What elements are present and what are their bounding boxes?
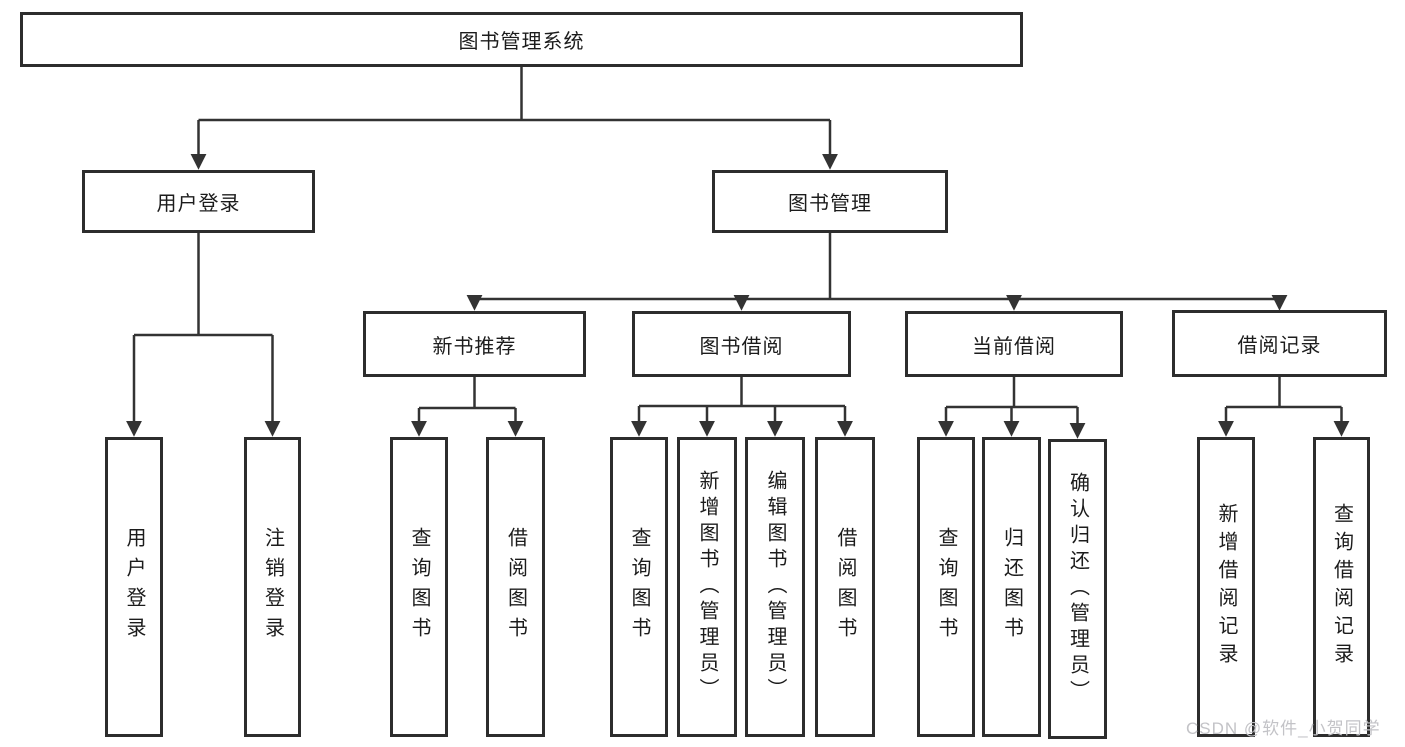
node-book-borrow-label: 图书借阅 [699, 335, 784, 358]
leaf-label: 借阅图书 [834, 527, 856, 647]
leaf-edit-book-admin: 编辑图书（管理员） [745, 437, 805, 737]
leaf-add-borrow-record: 新增借阅记录 [1197, 437, 1255, 737]
node-new-book-recommend-label: 新书推荐 [432, 335, 517, 358]
leaf-label: 用户登录 [123, 527, 145, 647]
leaf-query-books-current: 查询图书 [917, 437, 975, 737]
csdn-watermark: CSDN @软件_小贺同学 [1186, 719, 1381, 738]
leaf-label: 新增借阅记录 [1215, 503, 1237, 671]
leaf-label: 查询图书 [935, 527, 957, 647]
leaf-label: 查询图书 [408, 527, 430, 647]
leaf-confirm-return-admin: 确认归还（管理员） [1048, 439, 1107, 739]
node-book-management: 图书管理 [712, 170, 948, 233]
node-book-borrow: 图书借阅 [632, 311, 851, 377]
leaf-query-books-borrow: 查询图书 [610, 437, 668, 737]
leaf-label: 借阅图书 [504, 527, 527, 647]
leaf-logout-login: 注销登录 [244, 437, 301, 737]
leaf-user-login: 用户登录 [105, 437, 163, 737]
node-borrow-records-label: 借阅记录 [1237, 335, 1322, 357]
leaf-label: 新增图书（管理员） [696, 470, 718, 704]
leaf-add-book-admin: 新增图书（管理员） [677, 437, 737, 737]
node-current-borrow-label: 当前借阅 [972, 335, 1056, 358]
leaf-borrow-books-borrow: 借阅图书 [815, 437, 875, 737]
node-user-login-label: 用户登录 [156, 193, 241, 215]
leaf-label: 编辑图书（管理员） [764, 470, 786, 704]
node-current-borrow: 当前借阅 [905, 311, 1123, 377]
leaf-label: 归还图书 [1000, 527, 1023, 647]
root-node-library-management-system: 图书管理系统 [20, 12, 1023, 67]
leaf-return-books: 归还图书 [982, 437, 1041, 737]
leaf-label: 查询借阅记录 [1330, 503, 1353, 671]
root-node-label: 图书管理系统 [458, 31, 585, 53]
leaf-query-books-recommend: 查询图书 [390, 437, 448, 737]
leaf-label: 确认归还（管理员） [1066, 472, 1089, 706]
node-book-management-label: 图书管理 [788, 193, 872, 215]
node-borrow-records: 借阅记录 [1172, 310, 1387, 377]
node-new-book-recommend: 新书推荐 [363, 311, 586, 377]
node-user-login: 用户登录 [82, 170, 315, 233]
leaf-borrow-books-recommend: 借阅图书 [486, 437, 545, 737]
leaf-query-borrow-record: 查询借阅记录 [1313, 437, 1370, 737]
leaf-label: 查询图书 [628, 527, 650, 647]
leaf-label: 注销登录 [261, 527, 284, 647]
